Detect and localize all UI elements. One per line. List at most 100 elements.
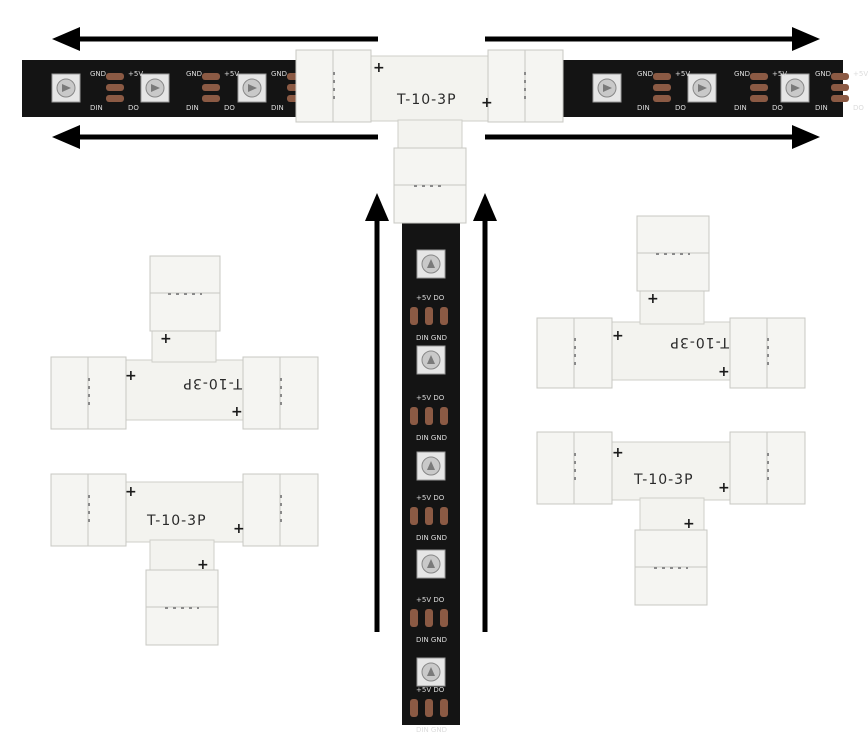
led-chip-icon	[416, 657, 446, 687]
plus-mark: +	[160, 331, 172, 347]
pin-label: DIN GND	[416, 534, 447, 542]
plus-mark: +	[612, 445, 624, 461]
solder-pad-icon	[425, 699, 433, 717]
pin-label: GND	[815, 70, 831, 78]
pin-label: DIN	[815, 104, 828, 112]
pin-label: GND	[637, 70, 653, 78]
pin-label: +5V	[675, 70, 690, 78]
solder-pad-icon	[106, 73, 124, 80]
solder-pad-icon	[410, 307, 418, 325]
plus-mark: +	[125, 484, 137, 500]
plus-mark: +	[481, 95, 493, 111]
led-strip-right: GND +5V DIN DO GND +5V DIN DO GND +5V DIN DO	[563, 60, 868, 117]
plus-mark: +	[718, 480, 730, 496]
clip-right	[729, 317, 806, 389]
solder-pad-icon	[440, 699, 448, 717]
pin-label: +5V DO	[416, 596, 445, 604]
solder-pad-icon	[440, 507, 448, 525]
pin-label: GND	[90, 70, 106, 78]
pin-label: DIN	[637, 104, 650, 112]
solder-pad-icon	[653, 84, 671, 91]
plus-mark: +	[233, 521, 245, 537]
clip-left	[50, 473, 127, 547]
connector-model-label: T-10-3P	[669, 334, 730, 350]
pin-label: DIN GND	[416, 434, 447, 442]
plus-mark: +	[683, 516, 695, 532]
pin-label: DO	[128, 104, 139, 112]
pin-label: DO	[224, 104, 235, 112]
pin-label: +5V	[224, 70, 239, 78]
led-chip-icon	[51, 73, 81, 103]
led-chip-icon	[140, 73, 170, 103]
solder-pad-icon	[410, 609, 418, 627]
pin-label: +5V DO	[416, 294, 445, 302]
arrow-up-icon	[365, 193, 389, 632]
solder-pad-icon	[202, 95, 220, 102]
arrow-up-icon	[473, 193, 497, 632]
arrow-right-icon	[485, 125, 820, 149]
plus-mark: +	[718, 364, 730, 380]
solder-pad-icon	[653, 73, 671, 80]
pin-label: +5V	[853, 70, 868, 78]
clip-bottom	[393, 147, 467, 224]
pin-label: +5V DO	[416, 494, 445, 502]
solder-pad-icon	[410, 699, 418, 717]
pin-label: DO	[853, 104, 864, 112]
clip-top	[149, 255, 221, 332]
solder-pad-icon	[440, 307, 448, 325]
pin-label: DIN GND	[416, 334, 447, 342]
solder-pad-icon	[106, 95, 124, 102]
pin-label: DO	[772, 104, 783, 112]
clip-left	[536, 317, 613, 389]
solder-pad-icon	[831, 84, 849, 91]
led-chip-icon	[416, 249, 446, 279]
led-chip-icon	[416, 549, 446, 579]
arrow-right-icon	[485, 27, 820, 51]
solder-pad-icon	[831, 95, 849, 102]
pin-label: GND	[734, 70, 750, 78]
clip-right	[242, 473, 319, 547]
pin-label: DIN	[90, 104, 103, 112]
plus-mark: +	[125, 368, 137, 384]
solder-pad-icon	[410, 407, 418, 425]
solder-pad-icon	[202, 73, 220, 80]
pin-label: +5V	[128, 70, 143, 78]
solder-pad-icon	[106, 84, 124, 91]
clip-left	[50, 356, 127, 430]
plus-mark: +	[231, 404, 243, 420]
plus-mark: +	[197, 557, 209, 573]
solder-pad-icon	[410, 507, 418, 525]
led-strip-vertical: +5V DO DIN GND +5V DO DIN GND +5V DO DIN GND +…	[402, 220, 460, 734]
pin-label: DIN	[734, 104, 747, 112]
led-chip-icon	[416, 451, 446, 481]
solder-pad-icon	[653, 95, 671, 102]
pin-label: DIN GND	[416, 636, 447, 644]
clip-right	[487, 49, 564, 123]
connector-model-label: T-10-3P	[182, 375, 243, 391]
solder-pad-icon	[831, 73, 849, 80]
solder-pad-icon	[750, 95, 768, 102]
solder-pad-icon	[750, 73, 768, 80]
pin-label: +5V DO	[416, 686, 445, 694]
solder-pad-icon	[440, 407, 448, 425]
solder-pad-icon	[202, 84, 220, 91]
arrow-left-icon	[52, 27, 378, 51]
led-chip-icon	[237, 73, 267, 103]
pin-label: +5V	[772, 70, 787, 78]
pin-label: DIN GND	[416, 726, 447, 734]
clip-bottom	[145, 569, 219, 646]
clip-right	[242, 356, 319, 430]
pin-label: DIN	[271, 104, 284, 112]
pin-label: GND	[271, 70, 287, 78]
plus-mark: +	[647, 291, 659, 307]
plus-mark: +	[373, 60, 385, 76]
clip-left	[295, 49, 372, 123]
pin-label: DO	[675, 104, 686, 112]
connector-model-label: T-10-3P	[633, 472, 694, 488]
